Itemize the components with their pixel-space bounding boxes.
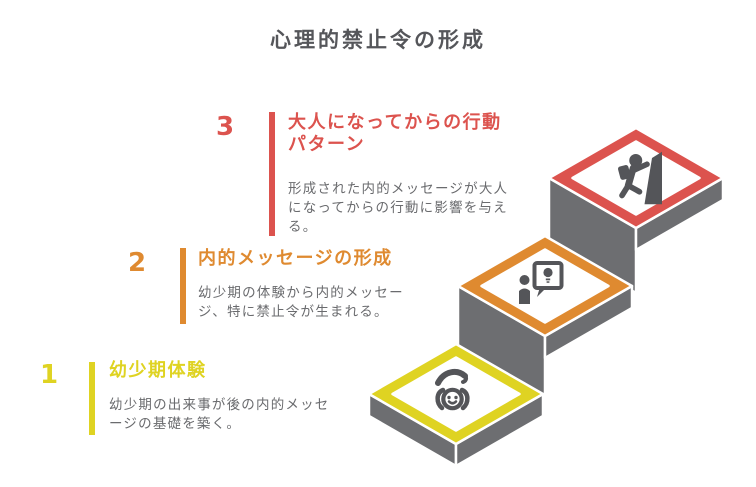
step-2-right-wall bbox=[543, 284, 634, 360]
step-3-desc-line: 形成された内的メッセージが大人 bbox=[288, 181, 509, 197]
baby-care-icon bbox=[435, 368, 470, 411]
step-1-content: 幼少期体験 幼少期の出来事が後の内的メッセ ージの基礎を築く。 bbox=[109, 360, 349, 434]
idea-presentation-icon bbox=[519, 261, 564, 304]
step-1-left-wall bbox=[367, 392, 458, 468]
climbing-person-icon bbox=[618, 151, 662, 205]
step-2-description: 幼少期の体験から内的メッセー ジ、特に禁止令が生まれる。 bbox=[198, 284, 438, 322]
step-3-title: 大人になってからの行動 パターン bbox=[288, 112, 540, 156]
step-3-desc-line: る。 bbox=[288, 219, 318, 235]
step-1-title-line: 幼少期体験 bbox=[109, 360, 207, 381]
step-3-desc-line: になってからの行動に影響を与え bbox=[288, 200, 508, 216]
step-2-number: 2 bbox=[127, 248, 147, 278]
step-1-diamond-ring bbox=[367, 342, 545, 446]
step-2-title-line: 内的メッセージの形成 bbox=[198, 248, 393, 269]
step-1-accent-bar bbox=[89, 362, 95, 435]
step-3-platform bbox=[547, 126, 725, 295]
step-1-description: 幼少期の出来事が後の内的メッセ ージの基礎を築く。 bbox=[109, 396, 349, 434]
step-3-accent-bar bbox=[269, 112, 275, 236]
step-3-left-wall bbox=[547, 176, 638, 295]
step-1-platform bbox=[367, 342, 545, 468]
step-2-diamond-ring bbox=[456, 234, 634, 338]
step-2-left-wall bbox=[456, 284, 547, 403]
step-3-description: 形成された内的メッセージが大人 になってからの行動に影響を与え る。 bbox=[288, 180, 540, 237]
step-3-content: 大人になってからの行動 パターン 形成された内的メッセージが大人 になってからの… bbox=[288, 112, 540, 237]
step-2-title: 内的メッセージの形成 bbox=[198, 248, 438, 270]
step-2-desc-line: 幼少期の体験から内的メッセー bbox=[198, 285, 404, 301]
step-1-desc-line: ージの基礎を築く。 bbox=[109, 416, 242, 432]
step-1-desc-line: 幼少期の出来事が後の内的メッセ bbox=[109, 397, 330, 413]
step-3-title-line: 大人になってからの行動 bbox=[288, 112, 502, 133]
step-1-right-wall bbox=[454, 392, 545, 468]
step-3-title-line: パターン bbox=[288, 134, 366, 155]
step-3-number: 3 bbox=[215, 112, 235, 142]
step-2-desc-line: ジ、特に禁止令が生まれる。 bbox=[198, 304, 389, 320]
page-title: 心理的禁止令の形成 bbox=[270, 28, 486, 52]
step-3-diamond-ring bbox=[547, 126, 725, 230]
step-2-content: 内的メッセージの形成 幼少期の体験から内的メッセー ジ、特に禁止令が生まれる。 bbox=[198, 248, 438, 322]
step-1-number: 1 bbox=[39, 360, 59, 390]
step-2-platform bbox=[456, 234, 634, 403]
step-3-right-wall bbox=[634, 176, 725, 252]
step-2-accent-bar bbox=[180, 248, 186, 324]
step-1-title: 幼少期体験 bbox=[109, 360, 349, 382]
